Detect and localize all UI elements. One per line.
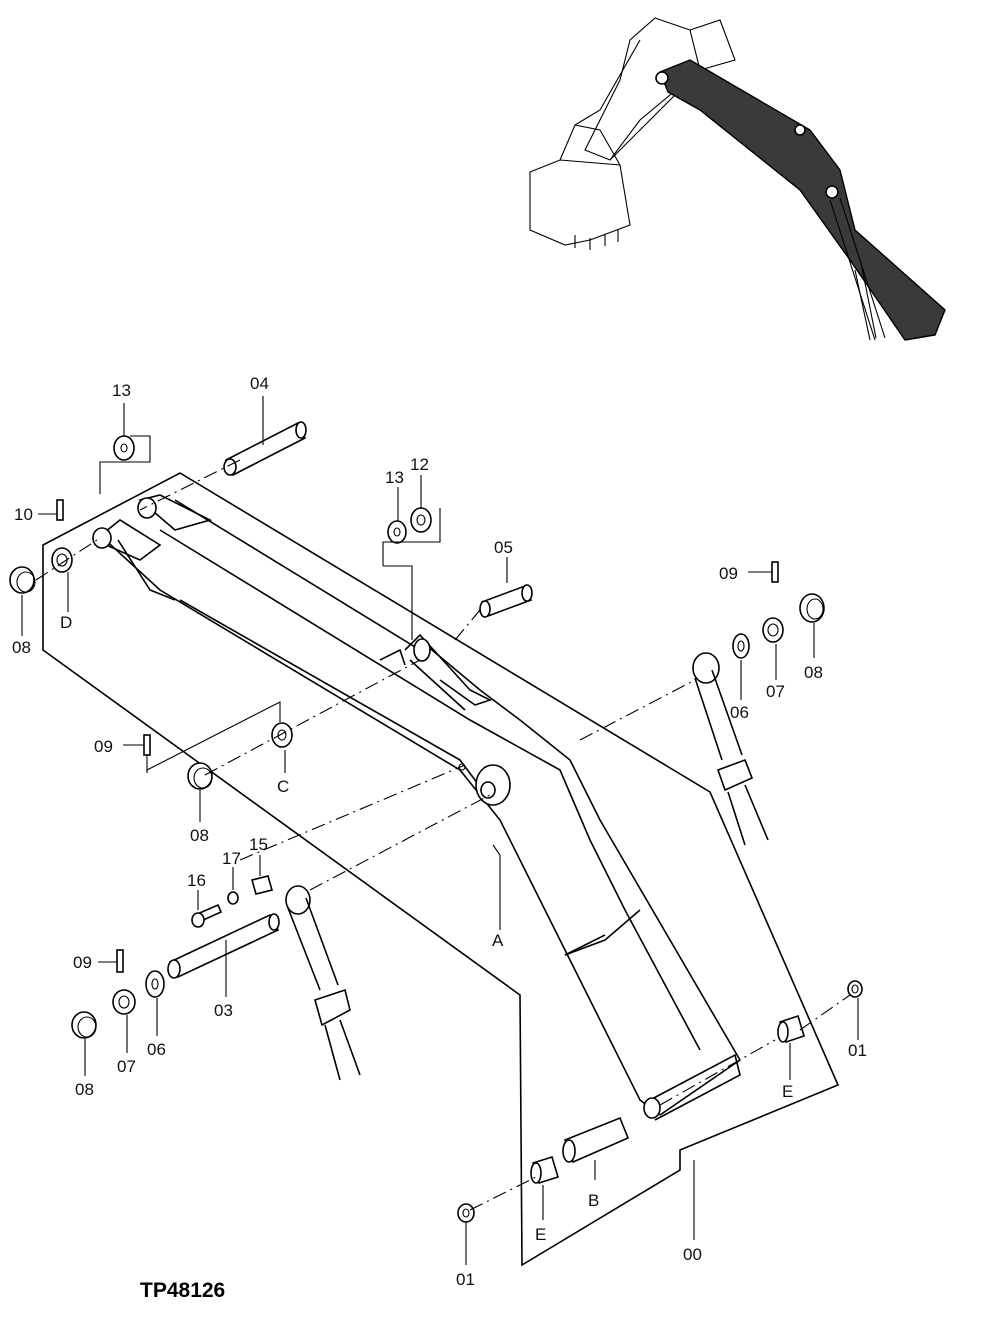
- callout-13-mid: 13: [385, 468, 404, 487]
- callout-09-right: 09: [719, 564, 738, 583]
- callout-08-lower: 08: [75, 1080, 94, 1099]
- letter-C: C: [277, 777, 289, 796]
- boom-cylinder-left: [285, 885, 361, 1081]
- hardware-parts: [9, 435, 863, 1223]
- pin-03: [167, 913, 280, 979]
- bushing-B: [562, 1116, 630, 1164]
- callout-07-lower: 07: [117, 1057, 136, 1076]
- callout-06-lower: 06: [147, 1040, 166, 1059]
- callout-07-right: 07: [766, 682, 785, 701]
- drawing-code: TP48126: [140, 1279, 225, 1302]
- letter-E-right: E: [782, 1082, 793, 1101]
- letter-B: B: [588, 1191, 599, 1210]
- callout-16: 16: [187, 871, 206, 890]
- callout-10: 10: [14, 505, 33, 524]
- callout-17: 17: [222, 849, 241, 868]
- callout-06-right: 06: [730, 703, 749, 722]
- callout-08-right: 08: [804, 663, 823, 682]
- callout-12: 12: [410, 455, 429, 474]
- callout-08-mid: 08: [190, 826, 209, 845]
- pin-05: [479, 584, 533, 618]
- boom-body: [92, 494, 742, 1121]
- boom-assembly-boundary: [42, 472, 840, 1267]
- axis-lines: [35, 459, 851, 1211]
- callout-00: 00: [683, 1245, 702, 1264]
- letter-A: A: [492, 931, 504, 950]
- callout-01-right: 01: [848, 1041, 867, 1060]
- callout-labels: 13 04 10 D 08 13 12 05 09 06 07 08 09 C …: [12, 374, 867, 1289]
- callout-04: 04: [250, 374, 269, 393]
- callout-01-lower: 01: [456, 1270, 475, 1289]
- callout-05: 05: [494, 538, 513, 557]
- excavator-inset-illustration: [529, 17, 946, 341]
- callout-08-top-left: 08: [12, 638, 31, 657]
- letter-E-lower: E: [535, 1225, 546, 1244]
- callout-09-mid: 09: [94, 737, 113, 756]
- callout-03: 03: [214, 1001, 233, 1020]
- leader-lines: [21, 396, 859, 1265]
- callout-09-lower: 09: [73, 953, 92, 972]
- callout-13-top: 13: [112, 381, 131, 400]
- boom-cylinder-right: [692, 652, 769, 846]
- pin-04: [223, 421, 307, 477]
- letter-D: D: [60, 613, 72, 632]
- highlighted-boom: [659, 59, 946, 341]
- callout-15: 15: [249, 835, 268, 854]
